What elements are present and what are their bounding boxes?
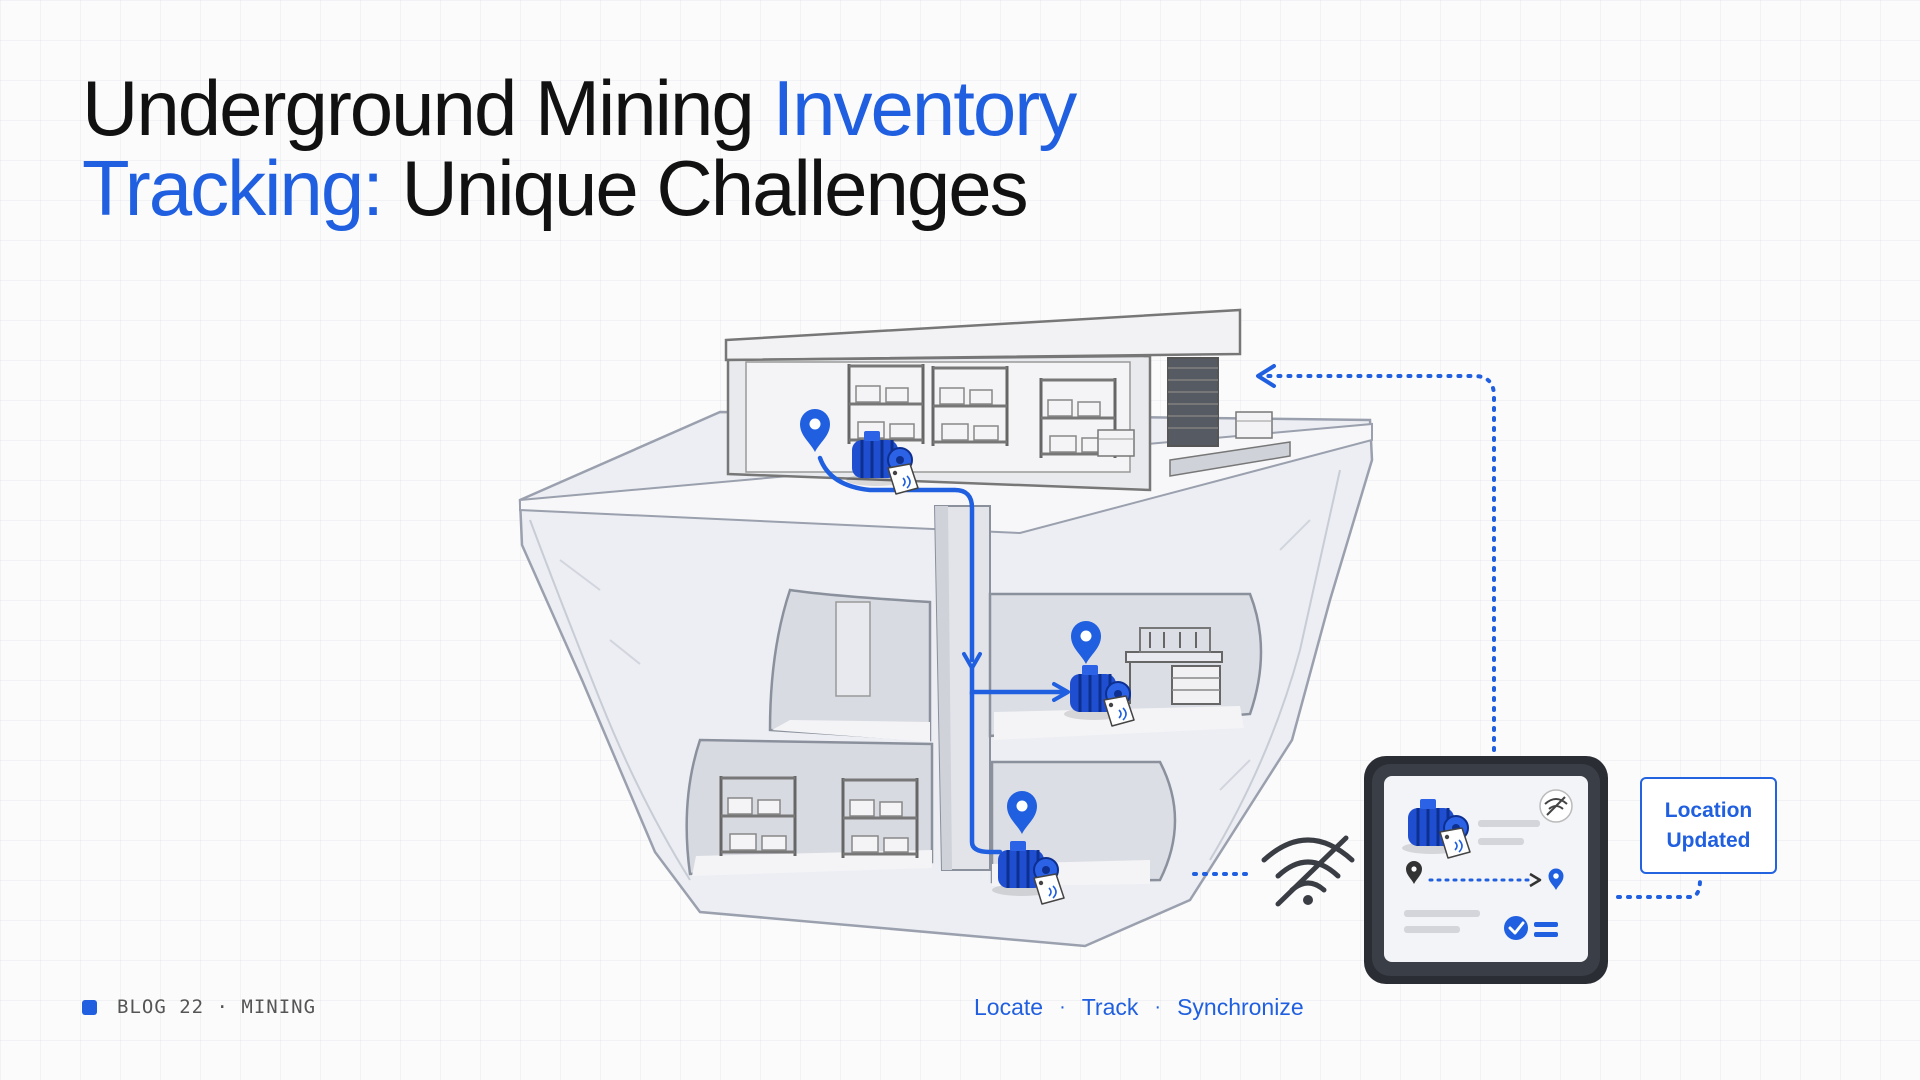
tablet-device: [1364, 756, 1608, 984]
sync-lines: [1192, 364, 1702, 899]
badge-line-2: Updated: [1666, 828, 1751, 852]
tagline-item-synchronize: Synchronize: [1177, 993, 1304, 1020]
tagline: Locate · Track · Synchronize: [974, 994, 1304, 1020]
title-accent-2: Tracking:: [82, 144, 384, 232]
surface-warehouse: [724, 308, 1291, 492]
tunnel-lower-left: [685, 738, 934, 876]
location-updated-badge: Location Updated: [1640, 777, 1777, 874]
check-icon: [1504, 916, 1528, 940]
no-wifi-icon: [1539, 789, 1573, 823]
blog-label: BLOG 22 · MINING: [117, 996, 317, 1018]
tagline-item-locate: Locate: [974, 993, 1044, 1020]
footer-blog-label: BLOG 22 · MINING: [82, 996, 316, 1018]
tagline-item-track: Track: [1081, 993, 1139, 1020]
arrow-icon: [1529, 872, 1542, 888]
tagline-separator: ·: [1059, 995, 1066, 1018]
tagline-separator: ·: [1154, 995, 1162, 1018]
tunnel-upper-left: [768, 588, 932, 742]
title-accent-1: Inventory: [772, 64, 1077, 152]
no-wifi-icon: [1261, 835, 1355, 907]
title-part-1: Underground Mining: [82, 64, 773, 152]
badge-line-1: Location: [1664, 798, 1753, 822]
square-icon: [82, 999, 97, 1015]
mine-shaft: [933, 505, 991, 871]
title-part-2: Unique Challenges: [381, 144, 1029, 232]
location-pin-icon: [1406, 861, 1422, 884]
